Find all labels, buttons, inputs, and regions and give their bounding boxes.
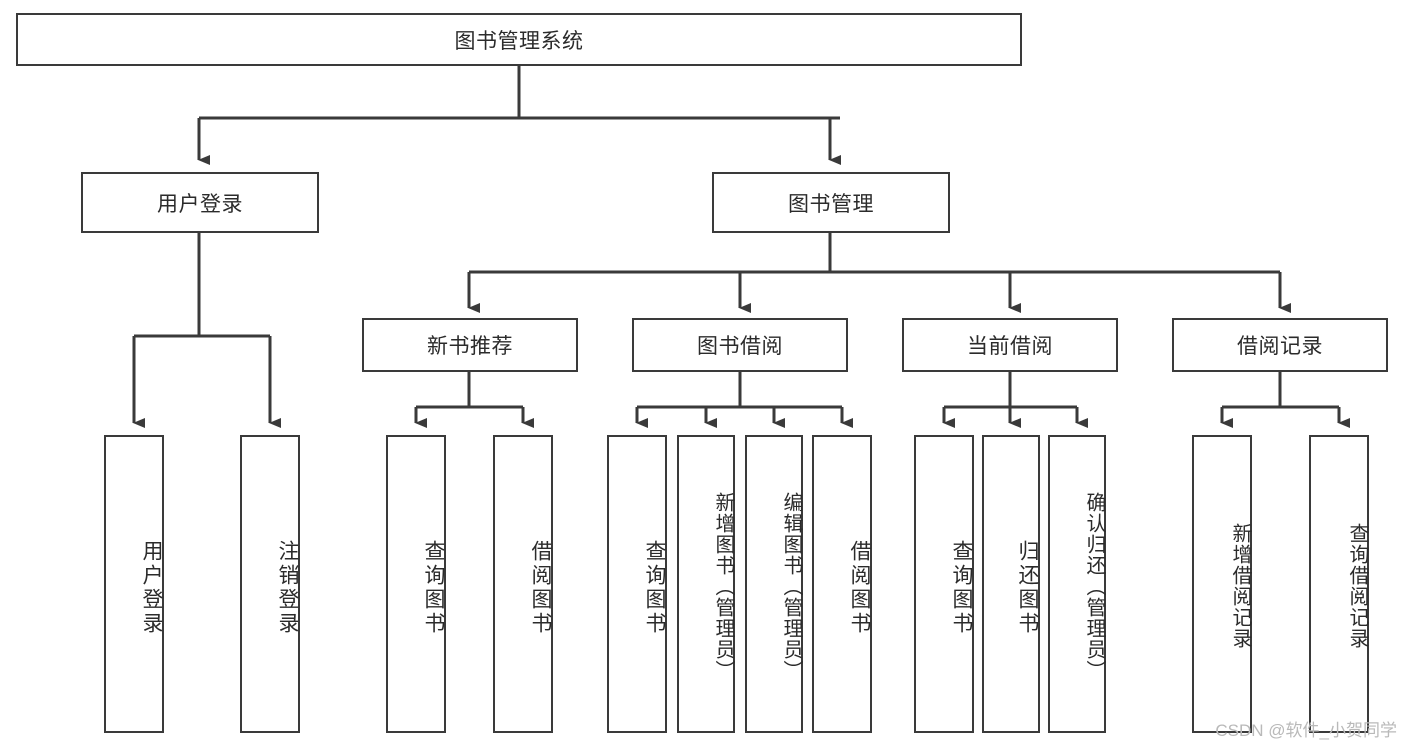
node-leaf-logout-login[interactable]: 注销登录 bbox=[240, 435, 300, 733]
node-leaf-query-book-borrow[interactable]: 查询图书 bbox=[607, 435, 667, 733]
node-leaf-add-borrow-record[interactable]: 新增借阅记录 bbox=[1192, 435, 1252, 733]
node-leaf-borrow-book[interactable]: 借阅图书 bbox=[812, 435, 872, 733]
node-label: 查询图书 bbox=[422, 540, 445, 636]
node-label: 编辑图书（管理员） bbox=[780, 491, 802, 681]
node-leaf-query-book-current[interactable]: 查询图书 bbox=[914, 435, 974, 733]
csdn-watermark: CSDN @软件_小贺同学 bbox=[1215, 721, 1397, 740]
node-borrow-record[interactable]: 借阅记录 bbox=[1172, 318, 1388, 372]
node-label: 新增图书（管理员） bbox=[712, 491, 734, 681]
node-label: 借阅图书 bbox=[848, 540, 871, 636]
node-label: 新书推荐 bbox=[427, 335, 513, 358]
node-book-management[interactable]: 图书管理 bbox=[712, 172, 950, 233]
node-label: 查询借阅记录 bbox=[1346, 523, 1368, 649]
node-label: 归还图书 bbox=[1016, 540, 1039, 636]
node-leaf-borrow-book-recommend[interactable]: 借阅图书 bbox=[493, 435, 553, 733]
node-label: 查询图书 bbox=[950, 540, 973, 636]
node-book-borrow[interactable]: 图书借阅 bbox=[632, 318, 848, 372]
node-label: 新增借阅记录 bbox=[1229, 523, 1251, 649]
node-label: 用户登录 bbox=[157, 192, 243, 216]
node-label: 图书管理系统 bbox=[454, 29, 584, 53]
node-label: 当前借阅 bbox=[967, 335, 1053, 358]
node-leaf-query-borrow-record[interactable]: 查询借阅记录 bbox=[1309, 435, 1369, 733]
node-new-book-recommend[interactable]: 新书推荐 bbox=[362, 318, 578, 372]
node-leaf-edit-book-admin[interactable]: 编辑图书（管理员） bbox=[745, 435, 803, 733]
node-root-book-management-system[interactable]: 图书管理系统 bbox=[16, 13, 1022, 66]
node-leaf-return-book[interactable]: 归还图书 bbox=[982, 435, 1040, 733]
node-leaf-add-book-admin[interactable]: 新增图书（管理员） bbox=[677, 435, 735, 733]
node-label: 图书管理 bbox=[788, 192, 874, 216]
node-user-login[interactable]: 用户登录 bbox=[81, 172, 319, 233]
node-leaf-query-book-recommend[interactable]: 查询图书 bbox=[386, 435, 446, 733]
node-label: 确认归还（管理员） bbox=[1083, 491, 1105, 681]
node-label: 借阅记录 bbox=[1237, 335, 1323, 358]
node-label: 用户登录 bbox=[140, 540, 163, 636]
node-label: 图书借阅 bbox=[697, 335, 783, 358]
node-leaf-user-login[interactable]: 用户登录 bbox=[104, 435, 164, 733]
node-leaf-confirm-return-admin[interactable]: 确认归还（管理员） bbox=[1048, 435, 1106, 733]
node-current-borrow[interactable]: 当前借阅 bbox=[902, 318, 1118, 372]
node-label: 借阅图书 bbox=[529, 540, 552, 636]
node-label: 查询图书 bbox=[643, 540, 666, 636]
node-label: 注销登录 bbox=[276, 540, 299, 636]
